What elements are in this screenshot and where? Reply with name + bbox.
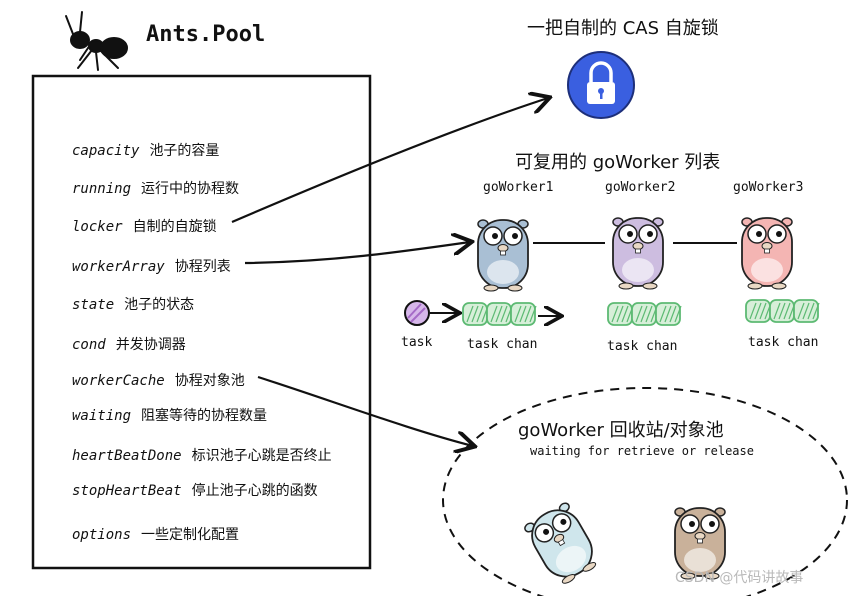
gopher-worker-3 bbox=[741, 217, 793, 290]
cache-title: goWorker 回收站/对象池 bbox=[518, 420, 724, 441]
field-desc: 一些定制化配置 bbox=[141, 527, 240, 543]
field-desc: 协程对象池 bbox=[174, 373, 245, 389]
worker-name-1: goWorker1 bbox=[483, 180, 554, 195]
worker-cache-ellipse bbox=[442, 387, 848, 596]
field-desc: 停止池子心跳的函数 bbox=[191, 483, 318, 499]
field-locker: locker 自制的自旋锁 bbox=[72, 216, 217, 236]
task-chan-2 bbox=[607, 302, 682, 326]
field-key: workerArray bbox=[72, 259, 165, 275]
field-workerCache: workerCache 协程对象池 bbox=[72, 370, 245, 390]
lock-icon bbox=[567, 51, 635, 119]
field-desc: 标识池子心跳是否终止 bbox=[191, 448, 332, 464]
lock-title: 一把自制的 CAS 自旋锁 bbox=[527, 18, 719, 39]
ant-logo-icon bbox=[65, 11, 128, 71]
task-chan-1 bbox=[462, 302, 537, 326]
gopher-worker-1 bbox=[477, 219, 529, 292]
field-stopHeartBeat: stopHeartBeat 停止池子心跳的函数 bbox=[72, 480, 318, 500]
field-waiting: waiting 阻塞等待的协程数量 bbox=[72, 405, 267, 425]
watermark: CSDN @代码讲故事 bbox=[675, 570, 804, 586]
field-capacity: capacity 池子的容量 bbox=[72, 140, 219, 160]
field-desc: 自制的自旋锁 bbox=[132, 219, 217, 235]
task-icon bbox=[404, 300, 430, 326]
worker-name-3: goWorker3 bbox=[733, 180, 804, 195]
field-key: workerCache bbox=[72, 373, 165, 389]
task-chan-3 bbox=[745, 299, 820, 323]
field-key: waiting bbox=[72, 408, 132, 424]
field-key: heartBeatDone bbox=[72, 448, 182, 464]
locker-arrow bbox=[231, 98, 548, 224]
field-key: options bbox=[72, 527, 132, 543]
field-desc: 协程列表 bbox=[174, 259, 231, 275]
field-key: cond bbox=[72, 337, 106, 353]
field-workerArray: workerArray 协程列表 bbox=[72, 256, 231, 276]
field-key: stopHeartBeat bbox=[72, 483, 182, 499]
field-key: locker bbox=[72, 219, 123, 235]
pool-struct-box bbox=[31, 74, 372, 570]
cache-subtitle: waiting for retrieve or release bbox=[530, 444, 754, 458]
task-chan-label-1: task chan bbox=[467, 337, 538, 352]
workers-title: 可复用的 goWorker 列表 bbox=[515, 152, 721, 173]
field-key: capacity bbox=[72, 143, 140, 159]
field-desc: 运行中的协程数 bbox=[141, 181, 240, 197]
gopher-cache-1 bbox=[524, 502, 597, 584]
field-key: running bbox=[72, 181, 132, 197]
field-heartBeatDone: heartBeatDone 标识池子心跳是否终止 bbox=[72, 445, 332, 465]
field-running: running 运行中的协程数 bbox=[72, 178, 239, 198]
field-cond: cond 并发协调器 bbox=[72, 334, 186, 354]
field-state: state 池子的状态 bbox=[72, 294, 194, 314]
task-chan-label-2: task chan bbox=[607, 339, 678, 354]
field-desc: 池子的容量 bbox=[149, 143, 220, 159]
field-desc: 阻塞等待的协程数量 bbox=[141, 408, 268, 424]
pool-title: Ants.Pool bbox=[146, 22, 266, 47]
worker-name-2: goWorker2 bbox=[605, 180, 676, 195]
field-options: options 一些定制化配置 bbox=[72, 524, 239, 544]
gopher-cache-2 bbox=[674, 507, 726, 580]
field-key: state bbox=[72, 297, 115, 313]
field-desc: 池子的状态 bbox=[124, 297, 195, 313]
task-chan-label-3: task chan bbox=[748, 335, 819, 350]
gopher-worker-2 bbox=[612, 217, 664, 290]
workerCache-arrow bbox=[257, 375, 473, 446]
field-desc: 并发协调器 bbox=[115, 337, 186, 353]
task-label: task bbox=[401, 335, 433, 350]
workerArray-arrow bbox=[244, 242, 470, 265]
